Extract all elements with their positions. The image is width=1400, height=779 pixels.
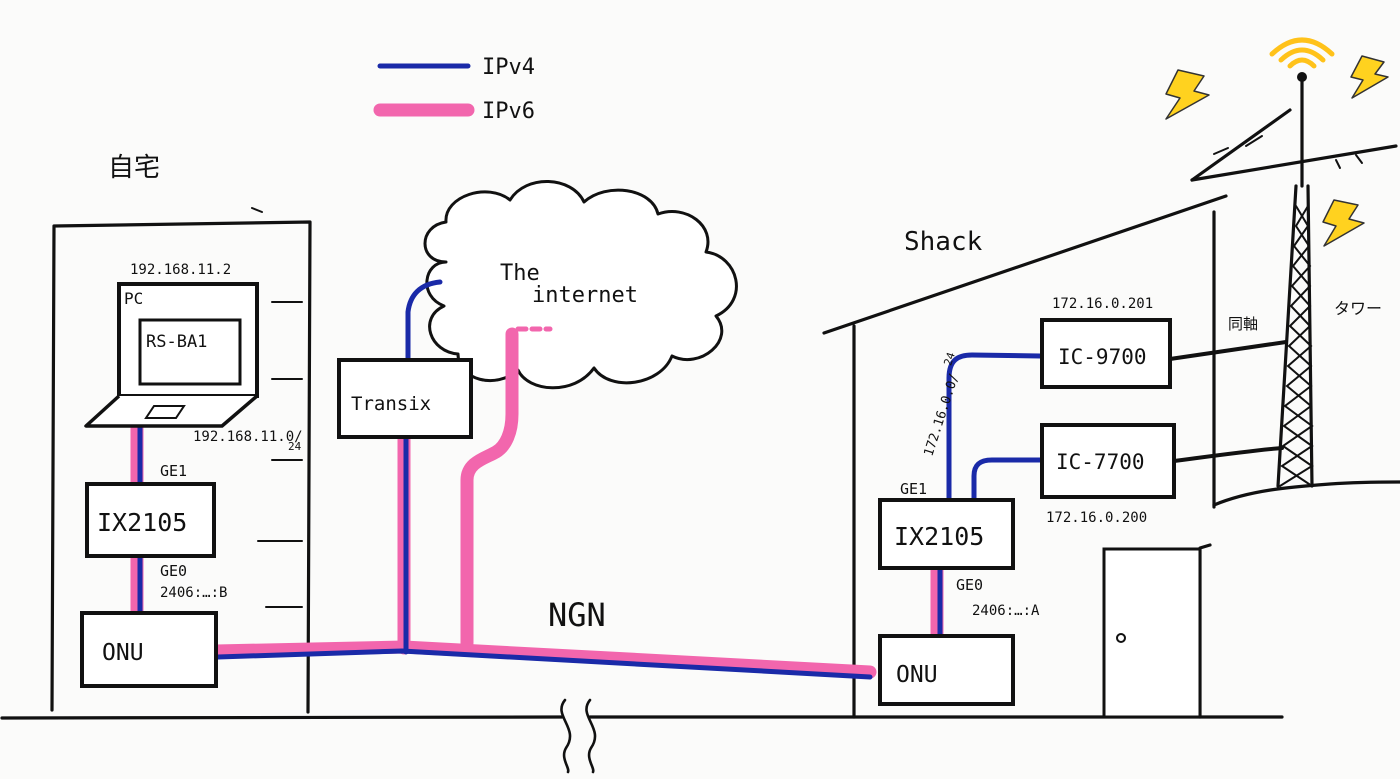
shack-subnet-label: 172.16.0.0/ <box>922 372 963 459</box>
coax-cable <box>1168 340 1288 361</box>
legend: IPv4 IPv6 <box>373 55 535 124</box>
transix-box <box>337 358 473 439</box>
home-ge0-label: GE0 <box>160 562 187 580</box>
coax-label: 同軸 <box>1228 315 1258 333</box>
home-ge1-label: GE1 <box>160 462 187 480</box>
shack-building: Shack <box>822 194 1400 719</box>
home-onu-box <box>80 611 218 688</box>
coax-cable <box>1172 446 1284 463</box>
shack-ge1-label: GE1 <box>900 480 927 498</box>
home-pc: 192.168.11.2 PC RS-BA1 <box>84 262 259 428</box>
home-pc-ip: 192.168.11.2 <box>130 262 231 278</box>
laptop-base <box>84 394 259 428</box>
signal-wave <box>1287 57 1317 69</box>
ipv6-legend-label: IPv6 <box>482 99 535 124</box>
ipv4-legend-label: IPv4 <box>482 55 535 80</box>
ic7700-box <box>1040 423 1176 499</box>
lightning-bolt-icon <box>1350 55 1389 99</box>
home-onu-label: ONU <box>102 640 144 666</box>
home-title: 自宅 <box>108 153 160 183</box>
internet-label-line1: The <box>500 261 540 286</box>
shack-ipv6-addr: 2406:…:A <box>972 603 1040 619</box>
home-ipv6-addr: 2406:…:B <box>160 585 227 601</box>
ic7700-label: IC-7700 <box>1056 450 1145 474</box>
lightning-bolt-icon <box>1165 69 1210 120</box>
ground <box>0 698 1284 774</box>
tower-label: タワー <box>1334 299 1382 318</box>
signal-wave <box>1269 37 1335 57</box>
home-router-box <box>85 482 216 558</box>
ic7700-ip: 172.16.0.200 <box>1046 510 1147 526</box>
ic9700-label: IC-9700 <box>1058 345 1147 369</box>
ipv4-links <box>137 279 1045 680</box>
shack-onu-label: ONU <box>896 662 938 688</box>
antenna-tip <box>1297 72 1307 82</box>
shack-door <box>1102 547 1202 719</box>
home-router-label: IX2105 <box>97 508 187 537</box>
shack-ge0-label: GE0 <box>956 576 983 594</box>
rs-ba1-label: RS-BA1 <box>146 332 207 352</box>
rs-ba1-window <box>138 318 242 386</box>
laptop-touchpad <box>144 405 186 419</box>
pc-label: PC <box>124 289 143 308</box>
internet-label-line2: internet <box>532 283 638 308</box>
ic9700-box <box>1040 318 1172 389</box>
signal-wave <box>1278 47 1326 63</box>
shack-subnet-mask: 24 <box>941 350 958 367</box>
ic9700-ip: 172.16.0.201 <box>1052 296 1153 312</box>
shack-router-label: IX2105 <box>894 522 984 551</box>
door-knob <box>1116 633 1126 643</box>
shack-title: Shack <box>904 227 983 257</box>
lightning-bolt-icon <box>1322 199 1365 247</box>
shack-subnet-group: 172.16.0.0/ 24 <box>922 350 963 459</box>
ngn-label: NGN <box>548 596 606 634</box>
shack-onu-box <box>878 634 1015 706</box>
shack-router-box <box>878 498 1015 570</box>
home-subnet-mask: 24 <box>288 440 302 453</box>
internet-cloud <box>423 180 738 390</box>
antenna-tower: 同軸 タワー <box>1165 37 1398 488</box>
home-subnet-label: 192.168.11.0/ <box>193 429 303 445</box>
home-building: 自宅 <box>50 153 312 714</box>
transix-label: Transix <box>351 393 431 415</box>
